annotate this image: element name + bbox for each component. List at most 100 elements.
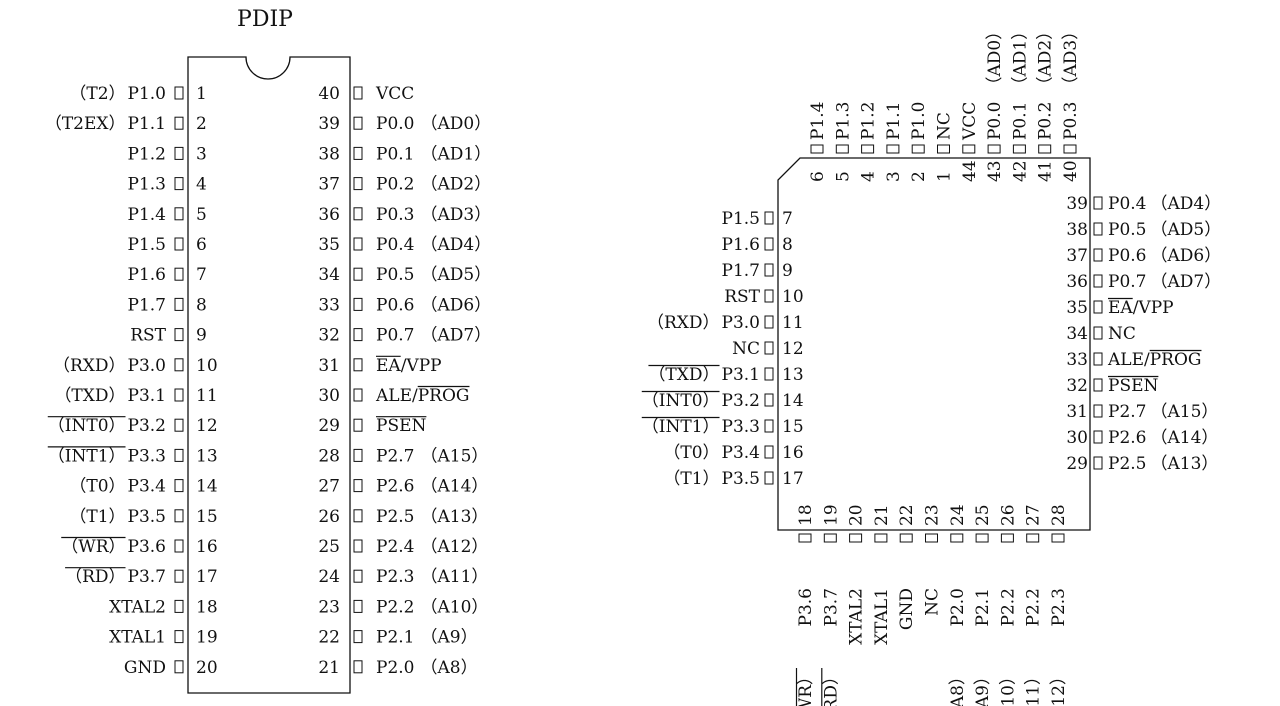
plcc-pin-3: 3P1.1 — [884, 102, 904, 182]
pin-alt-function: （A10） — [998, 668, 1018, 706]
pin-alt-function: （INT0） — [48, 416, 126, 436]
pin-number: 43 — [985, 160, 1005, 182]
pdip-body-outline — [187, 56, 351, 694]
pin-number: 14 — [196, 477, 218, 497]
pin-name: P1.3 — [833, 102, 853, 140]
pin-name: GND — [897, 588, 917, 630]
pin-name: P1.2 — [128, 144, 166, 164]
pin-name-part: ALE/ — [1107, 350, 1150, 370]
pin-number: 14 — [782, 391, 804, 411]
pin-name: P3.4 — [128, 477, 166, 497]
pin-name: P1.0 — [909, 102, 929, 140]
pin-name: P2.4 — [376, 537, 414, 557]
pin-number: 17 — [782, 469, 804, 489]
pin-pad — [975, 533, 989, 543]
pin-alt-function: （AD4） — [1150, 194, 1221, 214]
pin-name: P1.7 — [128, 295, 166, 315]
pin-alt-function: （A13） — [420, 507, 488, 527]
pin-alt-function: （A12） — [420, 537, 488, 557]
pin-name: P1.4 — [808, 102, 828, 140]
pin-name: P2.5 — [376, 507, 414, 527]
pin-pad — [1093, 456, 1103, 470]
pin-alt-function: （A8） — [420, 658, 477, 678]
pin-name: P2.1 — [376, 628, 414, 648]
pin-pad — [353, 539, 363, 553]
plcc-package: 6P1.45P1.34P1.23P1.12P1.01NC44VCC43P0.0（… — [641, 23, 1221, 706]
pin-number: 4 — [859, 171, 879, 182]
pin-pad — [764, 237, 774, 251]
pin-pad — [1093, 248, 1103, 262]
pin-number: 36 — [318, 205, 340, 225]
pin-name: PSEN — [376, 416, 426, 436]
pin-number: 29 — [318, 416, 340, 436]
pin-pad — [174, 630, 184, 644]
pin-number: 27 — [1024, 504, 1044, 526]
pin-pad — [764, 211, 774, 225]
pin-pad — [174, 86, 184, 100]
pin-name-overlined-part: PROG — [418, 386, 470, 406]
pin-name: VCC — [960, 102, 980, 141]
pin-alt-function: （RXD） — [647, 313, 720, 333]
pin-pad — [174, 509, 184, 523]
pin-number: 23 — [318, 597, 340, 617]
pin-number: 26 — [998, 504, 1018, 526]
pin-name: P0.6 — [1108, 246, 1146, 266]
pin-number: 10 — [782, 287, 804, 307]
pin-pad — [874, 533, 888, 543]
pin-name: P3.7 — [128, 567, 166, 587]
pin-number: 34 — [318, 265, 340, 285]
pin-alt-function: （AD4） — [420, 235, 491, 255]
pin-name: P3.7 — [821, 588, 841, 626]
pin-alt-function: （AD2） — [420, 175, 491, 195]
pin-name: P1.7 — [722, 261, 760, 281]
pdip-pins: 1P1.0（T2）2P1.1（T2EX）3P1.24P1.35P1.46P1.5… — [45, 84, 491, 678]
pin-name: P1.6 — [128, 265, 166, 285]
pin-pad — [353, 116, 363, 130]
pin-number: 16 — [196, 537, 218, 557]
pin-name: P3.0 — [722, 313, 760, 333]
pin-name: P0.1 — [376, 144, 414, 164]
pin-name: P1.1 — [884, 102, 904, 140]
pin-name: P1.5 — [722, 209, 760, 229]
pin-number: 13 — [196, 446, 218, 466]
pin-pad — [353, 630, 363, 644]
pin-name: P3.3 — [722, 417, 760, 437]
plcc-pin-7: 7 P1.5 — [722, 209, 793, 229]
pin-number: 7 — [196, 265, 207, 285]
pin-name: P2.0 — [376, 658, 414, 678]
pin-number: 24 — [318, 567, 340, 587]
pin-number: 31 — [1066, 402, 1088, 422]
pin-number: 24 — [948, 504, 968, 526]
pin-number: 7 — [782, 209, 793, 229]
pin-name: P0.7 — [1108, 272, 1146, 292]
pin-alt-function: （A8） — [948, 668, 968, 706]
pin-number: 38 — [318, 144, 340, 164]
pin-alt-function: （INT0） — [642, 391, 720, 411]
plcc-pin-8: 8P1.6 — [722, 235, 793, 255]
pin-pad — [174, 177, 184, 191]
pin-number: 42 — [1010, 160, 1030, 182]
pin-alt-function: （T0） — [663, 443, 719, 463]
pdip-package: PDIP 1P1.0（T2）2P1.1（T2EX）3P1.24P1.35P1.4… — [45, 7, 491, 694]
pin-pad — [1038, 144, 1052, 154]
pin-number: 9 — [782, 261, 793, 281]
pin-pad — [353, 448, 363, 462]
pin-alt-function: （INT1） — [48, 446, 126, 466]
pin-number: 9 — [196, 326, 207, 346]
pin-pad — [353, 267, 363, 281]
